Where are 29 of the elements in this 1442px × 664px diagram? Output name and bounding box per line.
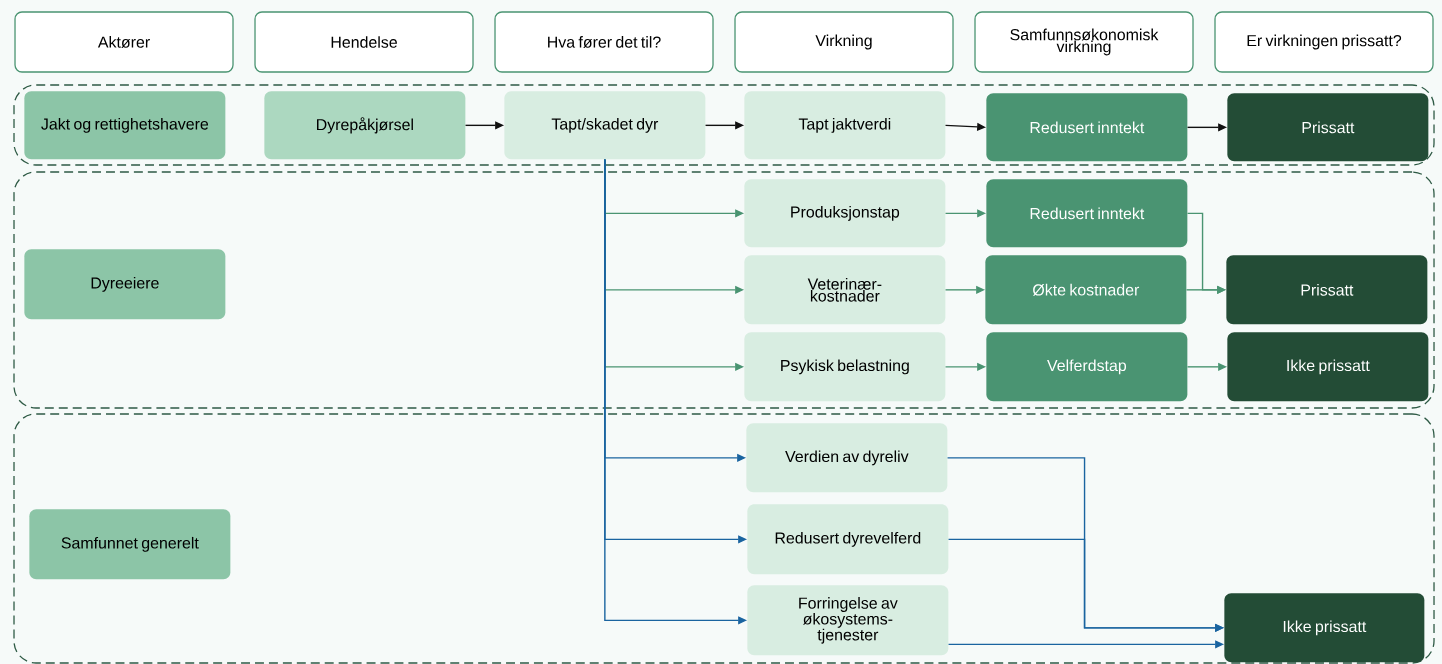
economic-effect-box: Velferdstap (986, 332, 1188, 402)
actor-box: Dyreeiere (24, 249, 226, 320)
column-header: Aktører (14, 11, 234, 73)
column-header: Hva fører det til? (494, 11, 714, 73)
pricing-box: Prissatt (1226, 255, 1428, 325)
effect-box: Produksjonstap (744, 179, 946, 248)
effect-box: Psykisk belastning (744, 332, 946, 402)
effect-box: Verdien av dyreliv (746, 423, 948, 493)
lane-frame (13, 84, 1435, 166)
pricing-box: Prissatt (1227, 93, 1429, 162)
column-header: Samfunnsøkonomisk virkning (974, 11, 1194, 73)
actor-box: Jakt og rettighetshavere (24, 91, 226, 160)
effect-box: Redusert dyrevelferd (747, 504, 949, 575)
column-header: Er virkningen prissatt? (1214, 11, 1434, 73)
lane-frame (13, 171, 1435, 409)
economic-effect-box: Redusert inntekt (986, 93, 1188, 162)
economic-effect-box: Økte kostnader (985, 255, 1187, 325)
column-header: Hendelse (254, 11, 474, 73)
event-box: Dyrepåkjørsel (264, 91, 466, 160)
column-header: Virkning (734, 11, 954, 73)
effect-box: Forringelse av økosystems-tjenester (747, 585, 949, 656)
effect-box: Tapt/skadet dyr (504, 91, 706, 160)
lane-frame (13, 413, 1435, 664)
economic-effect-box: Redusert inntekt (986, 179, 1188, 248)
effect-box: Tapt jaktverdi (744, 91, 946, 160)
actor-box: Samfunnet generelt (29, 509, 231, 580)
effect-box: Veterinær-kostnader (744, 255, 946, 325)
pricing-box: Ikke prissatt (1224, 593, 1425, 663)
pricing-box: Ikke prissatt (1227, 332, 1429, 402)
